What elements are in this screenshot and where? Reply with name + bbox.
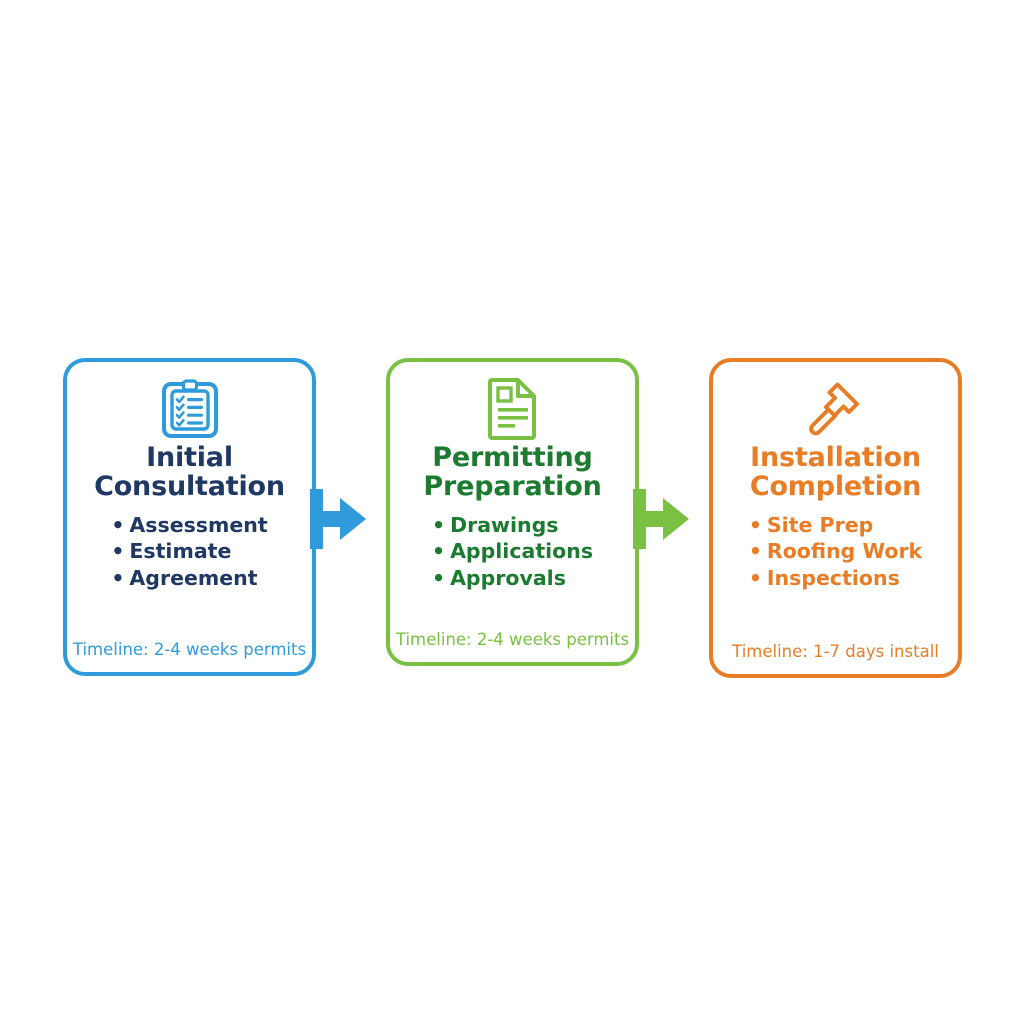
list-item-label: Drawings	[450, 512, 559, 537]
clipboard-checklist-icon	[160, 376, 220, 440]
process-step-bullet-list: •Assessment •Estimate •Agreement	[111, 512, 267, 591]
list-item-label: Roofing Work	[766, 539, 923, 564]
process-step-card-permitting-preparation[interactable]: Permitting Preparation •Drawings •Applic…	[386, 358, 639, 666]
bullet-glyph: •	[748, 539, 762, 564]
process-step-title: Initial Consultation	[88, 442, 291, 502]
hammer-icon	[804, 376, 868, 440]
process-step-timeline: Timeline: 2-4 weeks permits	[72, 640, 307, 659]
bullet-glyph: •	[431, 539, 446, 564]
list-item: •Applications	[432, 538, 593, 564]
process-step-timeline: Timeline: 1-7 days install	[732, 642, 939, 661]
bullet-glyph: •	[111, 539, 125, 564]
process-step-title: Installation Completion	[744, 442, 927, 502]
list-item-label: Approvals	[450, 565, 566, 590]
bullet-glyph: •	[111, 512, 125, 537]
connector-arrow-2	[633, 489, 689, 553]
bullet-glyph: •	[748, 512, 762, 537]
list-item-label: Agreement	[129, 565, 258, 590]
arrow-right-icon	[633, 489, 689, 549]
list-item: •Roofing Work	[749, 538, 922, 564]
document-lines-icon	[486, 376, 540, 440]
list-item: •Approvals	[432, 565, 593, 591]
list-item: •Site Prep	[749, 512, 922, 538]
list-item: •Agreement	[111, 565, 267, 591]
process-step-title: Permitting Preparation	[417, 442, 607, 502]
list-item: •Assessment	[111, 512, 267, 538]
process-step-card-installation-completion[interactable]: Installation Completion •Site Prep •Roof…	[709, 358, 962, 678]
arrow-right-icon	[310, 489, 366, 549]
process-step-title-line2: Completion	[749, 470, 922, 502]
process-step-timeline: Timeline: 2-4 weeks permits	[395, 630, 630, 649]
bullet-glyph: •	[431, 512, 446, 537]
list-item-label: Applications	[450, 539, 594, 564]
process-step-title-line2: Consultation	[94, 470, 285, 502]
list-item: •Drawings	[432, 512, 593, 538]
list-item: •Estimate	[111, 538, 267, 564]
process-step-card-initial-consultation[interactable]: Initial Consultation •Assessment •Estima…	[63, 358, 316, 676]
bullet-glyph: •	[431, 565, 446, 590]
process-step-title-line1: Permitting	[432, 442, 593, 473]
process-step-bullet-list: •Drawings •Applications •Approvals	[432, 512, 593, 591]
list-item-label: Estimate	[129, 539, 232, 564]
list-item: •Inspections	[749, 565, 922, 591]
list-item-label: Inspections	[766, 565, 900, 590]
bullet-glyph: •	[748, 565, 762, 590]
bullet-glyph: •	[111, 565, 125, 590]
connector-arrow-1	[310, 489, 366, 553]
process-step-bullet-list: •Site Prep •Roofing Work •Inspections	[749, 512, 922, 591]
process-step-title-line1: Initial	[146, 442, 233, 473]
process-step-title-line1: Installation	[750, 442, 921, 473]
process-step-title-line2: Preparation	[423, 470, 602, 502]
list-item-label: Assessment	[129, 512, 268, 537]
list-item-label: Site Prep	[766, 512, 874, 537]
